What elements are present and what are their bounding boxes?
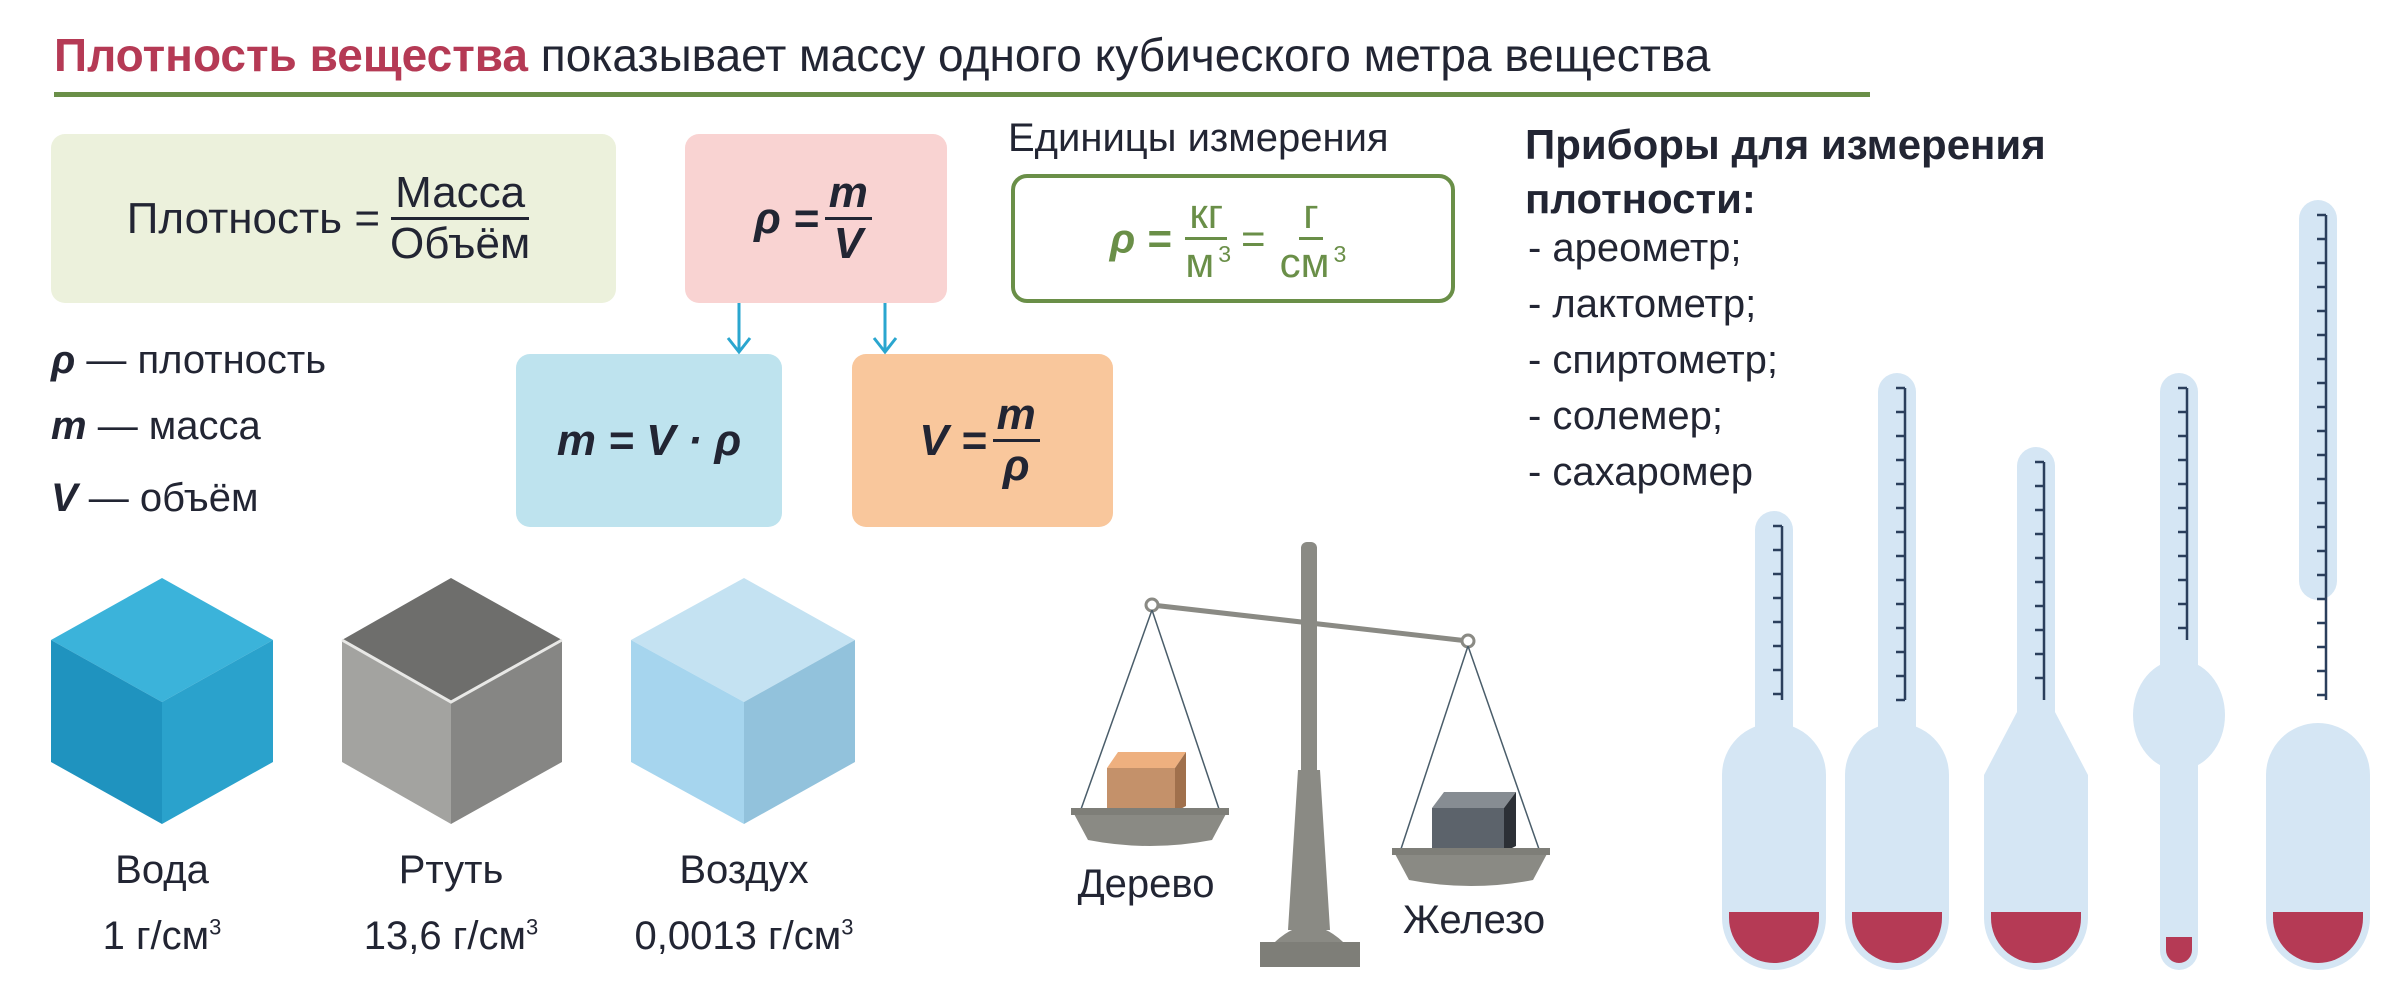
- title-underline: [54, 92, 1870, 97]
- value: 13,6 г/см: [363, 914, 526, 958]
- legend-volume: V — объём: [51, 476, 259, 521]
- device-item: - солемер;: [1528, 394, 1723, 438]
- exponent: 3: [209, 914, 222, 940]
- legend-mass: m — масса: [51, 404, 261, 449]
- hydrometer: [1722, 511, 1826, 970]
- exponent: 3: [841, 914, 854, 940]
- exponent: 3: [1333, 241, 1347, 267]
- numerator: m: [824, 168, 872, 220]
- balance-scale: [1071, 542, 1550, 967]
- denominator: V: [833, 219, 863, 268]
- cube-value-water: 1 г/см3: [103, 914, 222, 959]
- arrow-icon: [872, 303, 898, 355]
- legend-text: — масса: [86, 404, 261, 448]
- numerator: m: [992, 390, 1040, 442]
- units-left: ρ =: [1109, 214, 1172, 262]
- cube-label-water: Вода: [115, 848, 209, 892]
- formula-mass: m = V · ρ: [556, 415, 742, 465]
- devices-heading: Приборы для измерения плотности:: [1525, 121, 2046, 222]
- cube-value-mercury: 13,6 г/см3: [364, 914, 538, 959]
- formula-mass-box: m = V · ρ: [516, 354, 782, 527]
- denominator: Объём: [390, 219, 531, 268]
- symbol: V: [51, 476, 78, 520]
- hydrometer: [2133, 373, 2225, 970]
- equals: =: [1241, 214, 1266, 262]
- value: 0,0013 г/см: [634, 914, 842, 958]
- formula-left: V =: [919, 415, 987, 465]
- arrow-icon: [726, 303, 752, 355]
- formula-left: ρ =: [754, 193, 819, 243]
- cube-label-air: Воздух: [679, 848, 809, 892]
- device-item: - спиртометр;: [1528, 338, 1779, 382]
- symbol: ρ: [51, 338, 76, 382]
- formula-words-left: Плотность =: [126, 193, 381, 243]
- title-rest: показывает массу одного кубического метр…: [528, 29, 1711, 81]
- numerator: Масса: [391, 168, 530, 220]
- units-title: Единицы измерения: [1008, 116, 1389, 160]
- cube-air: [631, 578, 855, 824]
- cube-label-mercury: Ртуть: [398, 848, 504, 892]
- legend-density: ρ — плотность: [51, 338, 326, 383]
- den-text: см: [1279, 239, 1330, 286]
- numerator: г: [1299, 190, 1323, 240]
- scale-label-wood: Дерево: [1077, 862, 1215, 906]
- cube-value-air: 0,0013 г/см3: [635, 914, 854, 959]
- denominator: ρ: [1002, 441, 1030, 490]
- cube-mercury: [341, 578, 563, 824]
- exponent: 3: [525, 914, 539, 940]
- device-item: - сахаромер: [1528, 450, 1753, 494]
- title-highlight: Плотность вещества: [54, 29, 529, 81]
- value: 1 г/см: [102, 914, 210, 958]
- device-item: - лактометр;: [1528, 282, 1757, 326]
- numerator: кг: [1185, 190, 1228, 240]
- exponent: 3: [1218, 241, 1232, 267]
- hydrometer: [1984, 447, 2088, 970]
- symbol: m: [51, 404, 87, 448]
- cube-water: [51, 578, 273, 824]
- legend-text: — объём: [77, 476, 259, 520]
- device-item: - ареометр;: [1528, 226, 1742, 270]
- den-text: м: [1185, 239, 1215, 286]
- hydrometer: [2266, 200, 2370, 970]
- scale-label-iron: Железо: [1402, 898, 1546, 942]
- page-title: Плотность вещества показывает массу одно…: [54, 28, 1710, 82]
- hydrometer: [1845, 373, 1949, 970]
- legend-text: — плотность: [75, 338, 327, 382]
